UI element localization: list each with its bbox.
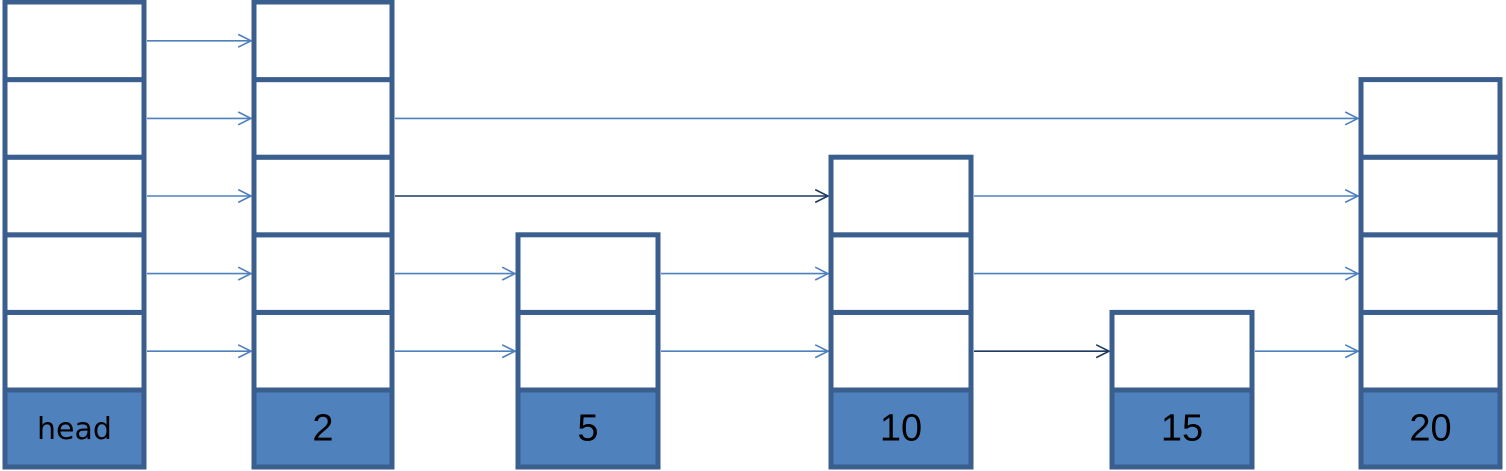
node-n2-level-4-cell <box>251 77 395 160</box>
node-n2-level-1-cell <box>251 309 395 393</box>
node-n5-level-1-cell <box>515 309 661 393</box>
node-head-key-label: head <box>37 412 112 447</box>
node-n20-level-3-cell <box>1358 154 1503 238</box>
node-n2-key-label: 2 <box>312 408 333 450</box>
node-n5-key-cell <box>515 387 661 470</box>
node-n10: 10 <box>828 154 974 470</box>
node-head-level-1-cell <box>2 309 147 393</box>
node-n10-level-1-cell <box>828 309 974 393</box>
node-head-key-cell <box>2 387 147 470</box>
node-n2-level-3-cell <box>251 154 395 238</box>
node-head-level-3-cell <box>2 154 147 238</box>
node-head-level-2-cell <box>2 232 147 315</box>
node-n2-level-5-cell <box>251 0 395 83</box>
node-n5-key-label: 5 <box>577 408 598 450</box>
node-n20-key-cell <box>1358 387 1503 470</box>
node-n15: 15 <box>1109 309 1255 470</box>
links-layer <box>147 41 1358 351</box>
node-head-level-4-cell <box>2 77 147 160</box>
node-n20-level-1-cell <box>1358 309 1503 393</box>
node-n2: 2 <box>251 0 395 470</box>
node-head-level-5-cell <box>2 0 147 83</box>
node-n20: 20 <box>1358 77 1503 470</box>
node-n15-level-1-cell <box>1109 309 1255 393</box>
node-n2-level-2-cell <box>251 232 395 315</box>
node-n20-key-label: 20 <box>1409 408 1451 450</box>
node-n10-key-label: 10 <box>880 408 922 450</box>
node-n20-level-2-cell <box>1358 232 1503 315</box>
node-n5-level-2-cell <box>515 232 661 315</box>
node-n10-level-3-cell <box>828 154 974 238</box>
node-n20-level-4-cell <box>1358 77 1503 160</box>
node-n15-key-cell <box>1109 387 1255 470</box>
node-n10-key-cell <box>828 387 974 470</box>
node-head: head <box>2 0 147 470</box>
node-n15-key-label: 15 <box>1161 408 1203 450</box>
node-n2-key-cell <box>251 387 395 470</box>
node-n5: 5 <box>515 232 661 470</box>
node-n10-level-2-cell <box>828 232 974 315</box>
